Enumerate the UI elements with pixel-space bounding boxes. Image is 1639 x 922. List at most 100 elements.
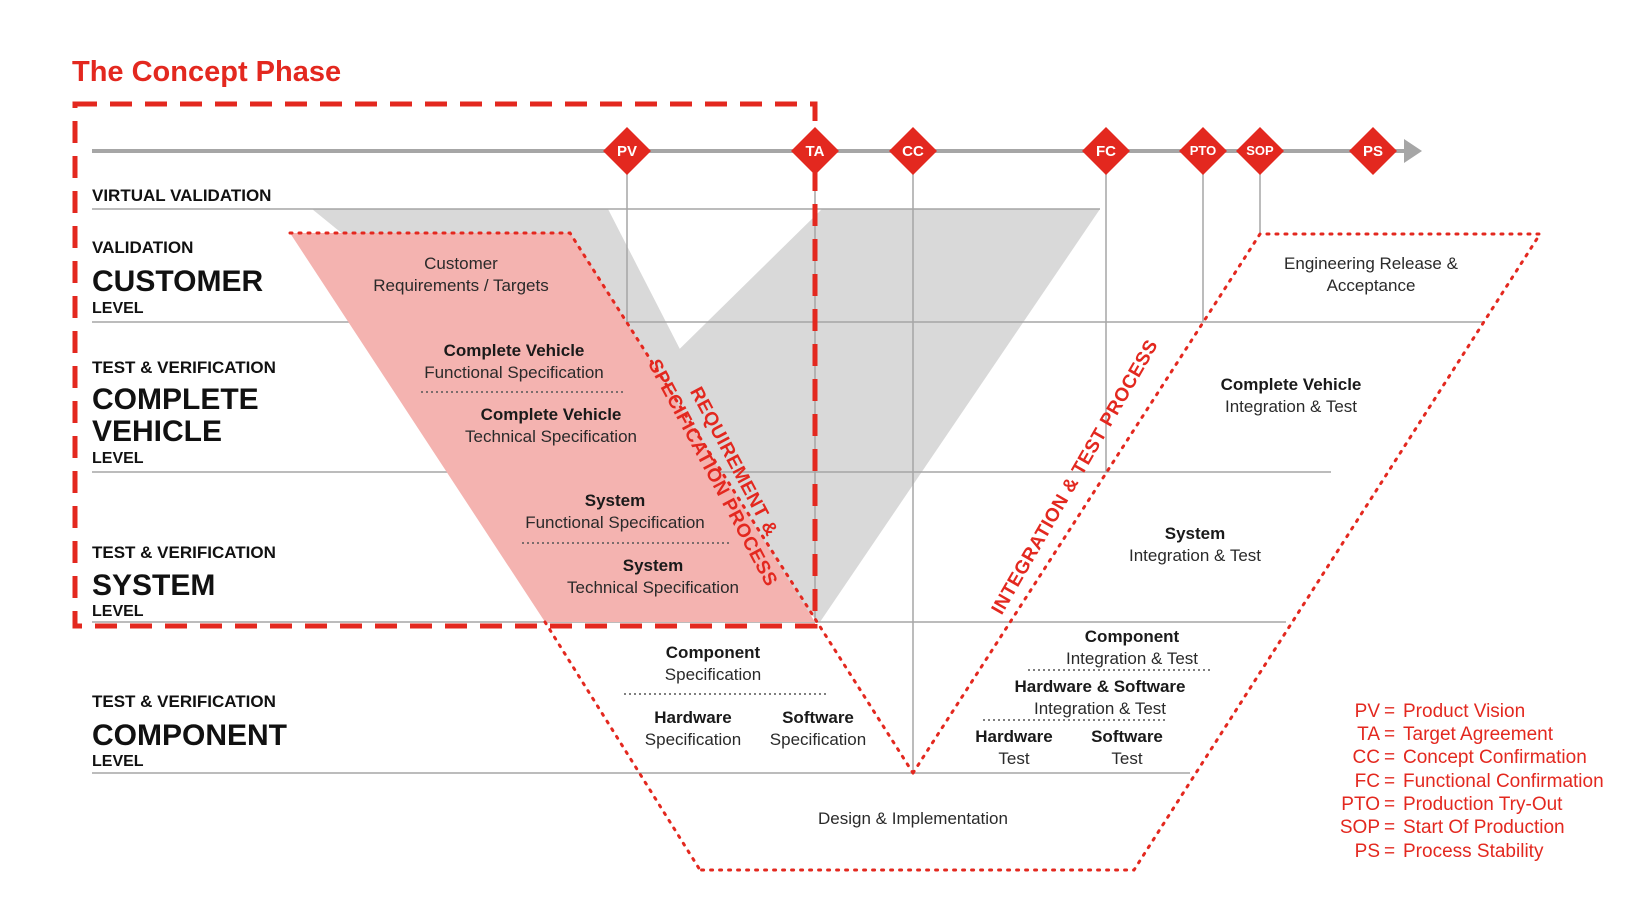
- customer-requirements-line2: Requirements / Targets: [373, 276, 548, 295]
- milestone-diamond: [1236, 127, 1284, 175]
- level-virtual-validation: VIRTUAL VALIDATION: [92, 186, 271, 205]
- hwsw-integration-sub: Integration & Test: [1034, 699, 1166, 718]
- sys-functional-spec-sub: Functional Specification: [525, 513, 705, 532]
- level-customer-big: CUSTOMER: [92, 265, 263, 298]
- legend-text: Target Agreement: [1403, 724, 1554, 745]
- legend-eq: =: [1384, 841, 1395, 862]
- customer-requirements-line1: Customer: [424, 254, 498, 273]
- design-implementation: Design & Implementation: [818, 809, 1008, 828]
- cv-technical-spec-title: Complete Vehicle: [481, 405, 622, 424]
- legend-item: CC = Concept Confirmation: [1353, 747, 1587, 768]
- box-separators: [421, 391, 1213, 721]
- cv-integration-title: Complete Vehicle: [1221, 375, 1362, 394]
- legend-abbr: PV: [1355, 701, 1381, 722]
- sys-technical-spec-sub: Technical Specification: [567, 578, 739, 597]
- legend-text: Concept Confirmation: [1403, 747, 1587, 768]
- milestone-label: PV: [617, 143, 637, 160]
- cv-technical-spec-sub: Technical Specification: [465, 427, 637, 446]
- legend-eq: =: [1384, 747, 1395, 768]
- timeline-arrowhead: [1404, 139, 1422, 163]
- v-right-arm: [648, 209, 1100, 622]
- engineering-release-line1: Engineering Release &: [1284, 254, 1459, 273]
- concept-spec-region: [290, 233, 815, 622]
- sys-technical-spec-title: System: [623, 556, 683, 575]
- milestone-label: PTO: [1190, 143, 1217, 158]
- level-system-small: TEST & VERIFICATION: [92, 543, 276, 562]
- page-title: The Concept Phase: [72, 56, 341, 88]
- milestone-diamond: [889, 127, 937, 175]
- hardware-spec-sub: Specification: [645, 730, 741, 749]
- milestone-diamond: [1179, 127, 1227, 175]
- legend-item: PS = Process Stability: [1355, 841, 1544, 862]
- milestone-diamond: [791, 127, 839, 175]
- concept-phase-frame: [72, 101, 818, 629]
- legend-eq: =: [1384, 817, 1395, 838]
- hwsw-integration-title: Hardware & Software: [1015, 677, 1186, 696]
- level-lines: [92, 208, 1485, 774]
- level-component-tag: LEVEL: [92, 753, 144, 770]
- milestone-pto: PTO: [1179, 127, 1227, 175]
- integration-process-outline: [698, 232, 1543, 872]
- legend-item: PV = Product Vision: [1355, 701, 1526, 722]
- milestone-label: TA: [806, 143, 825, 160]
- milestone-diamond: [1349, 127, 1397, 175]
- legend-item: FC = Functional Confirmation: [1355, 771, 1604, 792]
- legend-eq: =: [1384, 701, 1395, 722]
- component-spec-sub: Specification: [665, 665, 761, 684]
- level-vehicle-big1: COMPLETE: [92, 383, 259, 416]
- milestone-pv: PV: [603, 127, 651, 175]
- sys-functional-spec-title: System: [585, 491, 645, 510]
- legend-text: Functional Confirmation: [1403, 771, 1604, 792]
- level-component-small: TEST & VERIFICATION: [92, 692, 276, 711]
- cv-functional-spec-title: Complete Vehicle: [444, 341, 585, 360]
- milestone-diamond: [603, 127, 651, 175]
- legend-text: Production Try-Out: [1403, 794, 1563, 815]
- hardware-test-title: Hardware: [975, 727, 1052, 746]
- cv-integration-sub: Integration & Test: [1225, 397, 1357, 416]
- milestone-sop: SOP: [1236, 127, 1284, 175]
- milestone-cc: CC: [889, 127, 937, 175]
- legend-text: Process Stability: [1403, 841, 1544, 862]
- milestone-label: SOP: [1246, 143, 1274, 158]
- software-test-title: Software: [1091, 727, 1163, 746]
- sys-integration-title: System: [1165, 524, 1225, 543]
- milestone-label: FC: [1096, 143, 1116, 160]
- milestone-ps: PS: [1349, 127, 1397, 175]
- engineering-release-line2: Acceptance: [1327, 276, 1416, 295]
- spec-lower-outline: [543, 620, 702, 872]
- hardware-test-sub: Test: [998, 749, 1029, 768]
- milestone-ta: TA: [791, 127, 839, 175]
- legend-eq: =: [1384, 724, 1395, 745]
- software-spec-sub: Specification: [770, 730, 866, 749]
- legend-abbr: FC: [1355, 771, 1380, 792]
- milestone-diamond: [1082, 127, 1130, 175]
- milestone-label: PS: [1363, 143, 1383, 160]
- level-customer-small: VALIDATION: [92, 238, 193, 257]
- legend-item: PTO = Production Try-Out: [1341, 794, 1563, 815]
- level-vehicle-tag: LEVEL: [92, 450, 144, 467]
- integration-process-text: INTEGRATION & TEST PROCESS: [988, 336, 1163, 618]
- component-spec-title: Component: [666, 643, 761, 662]
- software-spec-title: Software: [782, 708, 854, 727]
- milestone-fc: FC: [1082, 127, 1130, 175]
- level-component-big: COMPONENT: [92, 719, 287, 752]
- legend-abbr: SOP: [1340, 817, 1380, 838]
- legend-abbr: PTO: [1341, 794, 1380, 815]
- integration-process-label: INTEGRATION & TEST PROCESS: [988, 336, 1163, 618]
- legend-abbr: CC: [1353, 747, 1380, 768]
- legend-item: TA = Target Agreement: [1357, 724, 1554, 745]
- level-system-big: SYSTEM: [92, 569, 215, 602]
- level-vehicle-small: TEST & VERIFICATION: [92, 358, 276, 377]
- component-integration-sub: Integration & Test: [1066, 649, 1198, 668]
- level-vehicle-big2: VEHICLE: [92, 415, 222, 448]
- legend-abbr: TA: [1357, 724, 1380, 745]
- legend-item: SOP = Start Of Production: [1340, 817, 1565, 838]
- spec-process-outline: [288, 231, 915, 775]
- milestone-label: CC: [902, 143, 924, 160]
- legend-abbr: PS: [1355, 841, 1380, 862]
- cv-functional-spec-sub: Functional Specification: [424, 363, 604, 382]
- hardware-spec-title: Hardware: [654, 708, 731, 727]
- legend: PV = Product Vision TA = Target Agreemen…: [1340, 701, 1604, 862]
